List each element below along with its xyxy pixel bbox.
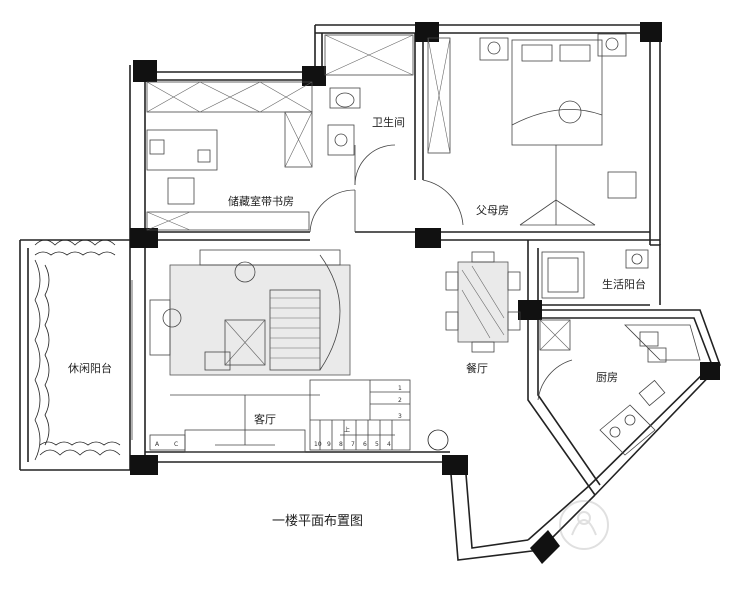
mark-a: A [155,441,160,448]
storage-study-furniture [146,81,313,231]
walls [19,24,721,561]
label-utility-balcony: 生活阳台 [602,277,646,291]
stair-number-4: 4 [387,441,391,448]
label-kitchen: 厨房 [596,371,618,384]
label-leisure-balcony: 休闲阳台 [68,361,112,375]
dining-furniture [445,251,521,353]
stair-up-mark: 上 [344,426,350,434]
stair-number-2: 2 [398,397,402,404]
utility-balcony-fixtures [541,249,649,299]
balcony-plants [34,239,449,461]
stair-number-9: 9 [327,441,331,448]
stair-number-7: 7 [351,441,355,448]
stair-number-5: 5 [375,441,379,448]
label-living: 客厅 [254,412,276,426]
label-dining: 餐厅 [466,361,488,375]
section-mark-box: A C [149,434,186,451]
label-parents-room: 父母房 [476,204,509,217]
living-furniture [149,249,351,453]
stair-number-6: 6 [363,441,367,448]
parents-room-furniture [422,33,637,226]
stair-number-8: 8 [339,441,343,448]
kitchen-fixtures [537,319,701,456]
bathroom-fixtures [324,34,414,186]
watermark-logo [559,500,609,550]
staircase: 10 9 8 7 6 5 4 3 2 1 上 [309,379,411,451]
stair-number-1: 1 [398,385,402,392]
label-storage-study: 储藏室带书房 [228,194,294,208]
drawing-title: 一楼平面布置图 [272,514,363,529]
stair-number-10: 10 [314,441,322,448]
study-door [309,189,356,233]
stair-number-3: 3 [398,413,402,420]
structural-columns [130,22,720,564]
room-labels: 储藏室带书房 卫生间 父母房 生活阳台 休闲阳台 餐厅 客厅 厨房 [68,115,646,426]
label-bathroom: 卫生间 [372,115,405,129]
mark-c: C [174,441,178,448]
